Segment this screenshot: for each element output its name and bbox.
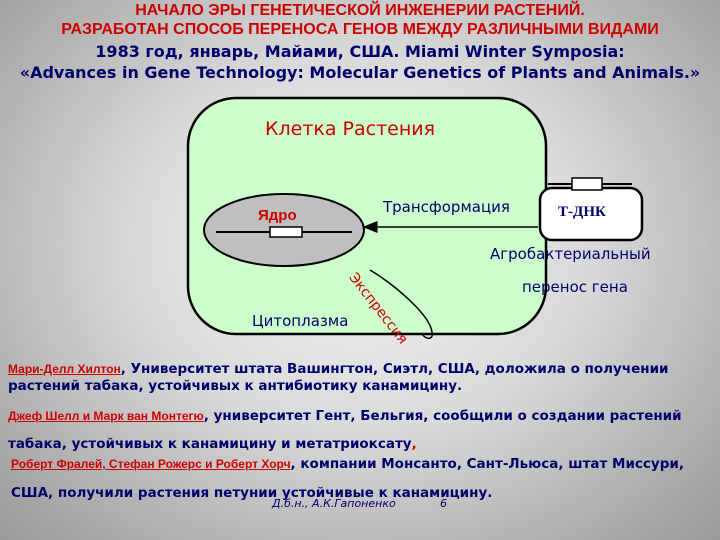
title-line-1: НАЧАЛО ЭРЫ ГЕНЕТИЧЕСКОЙ ИНЖЕНЕРИИ РАСТЕН… <box>0 2 720 20</box>
fact-names: Джеф Шелл и Марк ван Монтегю <box>8 409 204 423</box>
title-line-2: РАЗРАБОТАН СПОСОБ ПЕРЕНОСА ГЕНОВ МЕЖДУ Р… <box>0 21 720 39</box>
page-number: 6 <box>440 497 447 510</box>
subtitle-line-2: «Advances in Gene Technology: Molecular … <box>0 63 720 82</box>
cytoplasm-label: Цитоплазма <box>252 312 348 330</box>
tdna-label: Т-ДНК <box>558 204 606 221</box>
cell-label: Клетка Растения <box>265 118 435 140</box>
nucleus-label: Ядро <box>258 207 297 224</box>
agro-transfer-label-2: перенос гена <box>522 278 628 296</box>
transformation-label: Трансформация <box>383 198 510 216</box>
agro-transfer-label-1: Агробактериальный <box>490 245 651 263</box>
fact-names: Мари-Делл Хилтон <box>8 362 121 376</box>
subtitle-line-1: 1983 год, январь, Майами, США. Miami Win… <box>0 42 720 61</box>
footer-author: Д.б.н., А.К.Гапоненко <box>272 497 396 510</box>
fact-hilton: Мари-Делл Хилтон, Университет штата Ваши… <box>8 361 713 395</box>
tdna-gene-insert <box>572 178 602 190</box>
nucleus-gene-insert <box>270 227 302 237</box>
fact-names: Роберт Фралей, Стефан Рожерс и Роберт Хо… <box>11 457 291 471</box>
